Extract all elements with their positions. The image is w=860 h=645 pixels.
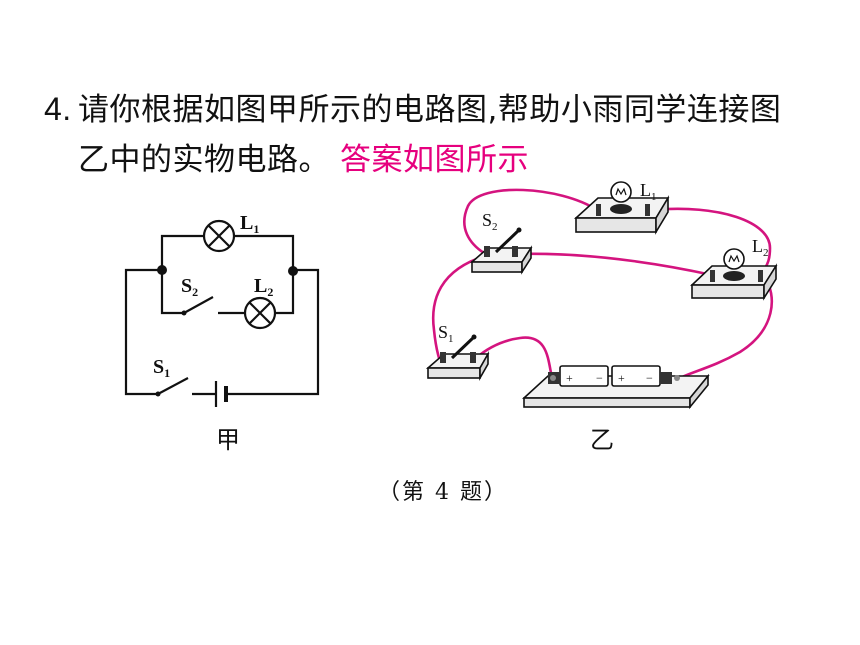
question-number: 4. — [44, 91, 72, 127]
physical-lamp-l1 — [573, 181, 670, 235]
schematic-wire-outer-left — [124, 268, 162, 396]
schematic-wire-mid-right — [275, 272, 295, 315]
schematic-switch-s1-pivot — [155, 391, 161, 397]
schematic-switch-s1 — [157, 377, 189, 395]
wire-l1-to-l2 — [650, 207, 772, 272]
question-line-1-text: 请你根据如图甲所示的电路图,帮助小雨同学连接图 — [78, 92, 782, 128]
schematic-lamp-l1 — [202, 219, 236, 253]
schematic-label-l1: L1 — [240, 212, 259, 236]
physical-lamp-l2 — [689, 248, 778, 301]
schematic-switch-s2 — [183, 296, 214, 314]
question-text: 4.请你根据如图甲所示的电路图,帮助小雨同学连接图 乙中的实物电路。答案如图所示 — [44, 84, 834, 185]
wire-s1-to-battery — [474, 336, 554, 380]
schematic-switch-s2-pivot — [181, 310, 187, 316]
schematic-wire-top-left — [160, 234, 204, 270]
answer-text: 答案如图所示 — [340, 142, 529, 178]
physical-switch-s1 — [425, 334, 490, 382]
physical-switch-s2 — [469, 227, 533, 275]
svg-text:−: − — [596, 371, 603, 385]
schematic-wire-mid-left — [160, 270, 184, 315]
wire-s2-to-l2 — [517, 252, 714, 277]
schematic-wire-top-right — [234, 234, 295, 272]
physical-label-l1: L1 — [640, 180, 657, 203]
wire-l1-to-s2 — [463, 188, 599, 255]
schematic-battery — [214, 381, 228, 407]
schematic-wire-outer-right — [226, 268, 320, 396]
schematic-diagram — [124, 219, 320, 407]
physical-label-s2: S2 — [482, 210, 498, 233]
diagram-label-yi: 乙 — [590, 426, 614, 454]
physical-label-s1: S1 — [438, 322, 454, 345]
schematic-junction-right — [288, 266, 298, 276]
question-line-2-text: 乙中的实物电路。 — [78, 142, 330, 178]
physical-label-l2: L2 — [752, 236, 769, 259]
physical-battery-box: + − + − — [521, 365, 710, 410]
svg-text:+: + — [566, 371, 573, 385]
wire-l2-to-battery — [674, 274, 773, 382]
schematic-label-s2: S2 — [181, 275, 198, 299]
diagram-label-jia: 甲 — [216, 426, 240, 454]
question-line-1: 4.请你根据如图甲所示的电路图,帮助小雨同学连接图 — [44, 84, 834, 135]
figure-caption: （第 4 题） — [378, 480, 508, 505]
schematic-label-s1: S1 — [153, 356, 170, 380]
schematic-label-l2: L2 — [254, 275, 273, 299]
question-line-2: 乙中的实物电路。答案如图所示 — [44, 135, 834, 185]
svg-text:−: − — [646, 371, 653, 385]
svg-text:+: + — [618, 371, 625, 385]
schematic-junction-left — [157, 265, 167, 275]
schematic-lamp-l2 — [243, 296, 277, 330]
